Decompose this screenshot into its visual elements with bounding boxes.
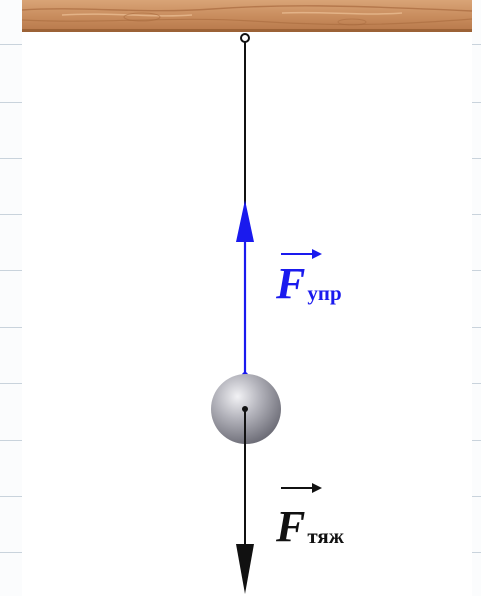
elastic-force-symbol: F: [276, 259, 306, 308]
notebook-rule: [472, 44, 481, 45]
diagram-area: [22, 0, 472, 596]
elastic-vector-arrow-icon: [281, 249, 322, 259]
elastic-force-arrow-head: [236, 200, 254, 242]
notebook-rule: [472, 158, 481, 159]
notebook-rule: [472, 327, 481, 328]
gravity-force-arrow-head: [236, 544, 254, 594]
wooden-ceiling-plank: [22, 0, 472, 32]
elastic-force-label: Fупр: [276, 262, 342, 306]
notebook-rule: [0, 327, 22, 328]
notebook-rule: [472, 214, 481, 215]
notebook-rule: [0, 383, 22, 384]
notebook-rule: [0, 552, 22, 553]
notebook-rule: [0, 440, 22, 441]
notebook-rule: [0, 214, 22, 215]
notebook-rule: [0, 270, 22, 271]
notebook-rule: [0, 158, 22, 159]
notebook-rule: [472, 383, 481, 384]
gravity-vector-arrow-icon: [281, 483, 322, 493]
notebook-rule: [472, 552, 481, 553]
notebook-rule: [472, 102, 481, 103]
notebook-rule: [0, 44, 22, 45]
gravity-force-symbol: F: [276, 502, 306, 551]
hook-ring: [240, 33, 250, 43]
notebook-rule: [472, 440, 481, 441]
gravity-force-subscript: тяж: [307, 524, 344, 548]
notebook-rule: [472, 270, 481, 271]
notebook-rule: [0, 102, 22, 103]
gravity-force-label: Fтяж: [276, 505, 344, 549]
notebook-rule: [0, 496, 22, 497]
elastic-force-subscript: упр: [307, 281, 342, 305]
notebook-rule: [472, 496, 481, 497]
